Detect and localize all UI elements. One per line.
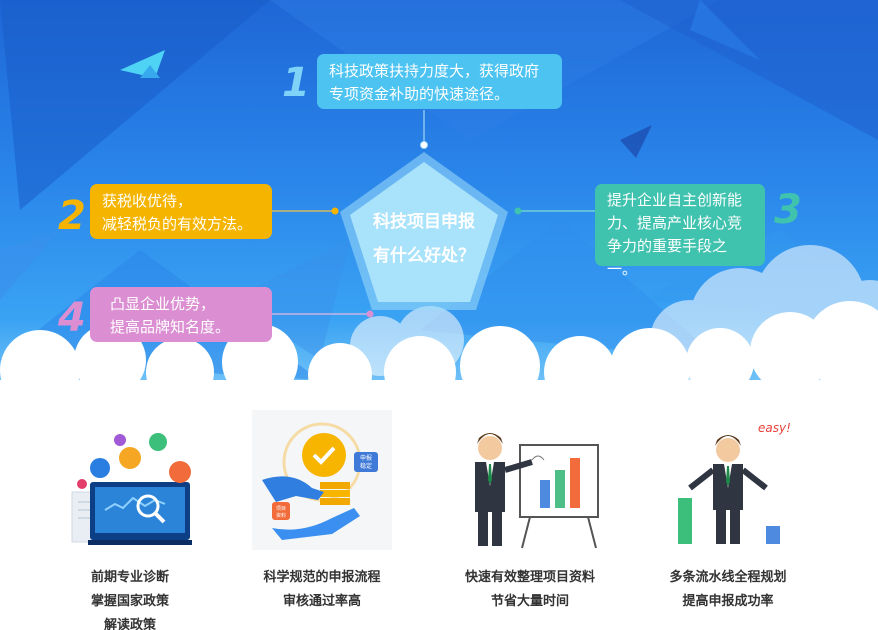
benefit-2-number: 2 (58, 193, 86, 239)
benefit-1-number: 1 (282, 60, 310, 106)
badge-left-line1: 项目 (276, 506, 286, 512)
feature-pipeline-line2: 提高申报成功率 (682, 594, 774, 609)
easy-businessman-icon: easy! (658, 410, 798, 550)
hero-background-decor (0, 0, 878, 380)
feature-fast: 快速有效整理项目资料 节省大量时间 (430, 410, 630, 614)
feature-pipeline: easy! 多条流水线全程规划 提高申报成功率 (628, 410, 828, 614)
data-analysis-icon (60, 410, 200, 550)
feature-diagnosis-line1: 前期专业诊断 (90, 570, 169, 585)
benefit-3-line1: 提升企业自主创新能 (607, 191, 743, 209)
feature-diagnosis: 前期专业诊断 掌握国家政策 解读政策 (30, 410, 230, 630)
benefit-3-number: 3 (774, 187, 802, 233)
pentagon-shape (340, 152, 508, 310)
center-title-line1: 科技项目申报 (373, 212, 475, 232)
benefit-3-line2: 力、提高产业核心竞 (607, 214, 743, 232)
benefit-3-line3: 争力的重要手段之一。 (607, 237, 728, 278)
benefit-2-line2: 减轻税负的有效方法。 (102, 215, 253, 233)
feature-diagnosis-line2: 掌握国家政策 (90, 594, 169, 609)
benefit-4-line1: 凸显企业优势， (110, 295, 216, 313)
feature-pipeline-line1: 多条流水线全程规划 (669, 570, 787, 585)
benefit-1-line2: 专项资金补助的快速途径。 (329, 85, 510, 103)
benefit-4-box: 凸显企业优势， 提高品牌知名度。 (90, 287, 272, 342)
feature-fast-line1: 快速有效整理项目资料 (464, 570, 595, 585)
feature-process: 申报 稳定 项目 资料 科学规范的申报流程 审核通过率高 (222, 410, 422, 614)
benefit-3-box: 提升企业自主创新能 力、提高产业核心竞 争力的重要手段之一。 (595, 184, 765, 278)
benefit-2-line1: 获税收优待， (102, 192, 193, 210)
benefit-1-box: 科技政策扶持力度大，获得政府 专项资金补助的快速途径。 (317, 54, 562, 109)
benefit-2-box: 获税收优待， 减轻税负的有效方法。 (90, 184, 272, 239)
badge-top-line2: 稳定 (360, 462, 372, 470)
presenter-chart-icon (460, 410, 600, 550)
badge-top-line1: 申报 (360, 454, 372, 462)
benefit-4-number: 4 (58, 295, 86, 341)
feature-process-line2: 审核通过率高 (282, 594, 361, 609)
hero-banner: 1 2 3 4 科技政策扶持力度大，获得政府 专项资金补助的快速途径。 获税收优… (0, 0, 878, 400)
badge-left-line2: 资料 (276, 512, 286, 519)
coin-hands-icon: 申报 稳定 项目 资料 (252, 410, 392, 550)
feature-process-line1: 科学规范的申报流程 (263, 570, 381, 585)
benefit-1-line1: 科技政策扶持力度大，获得政府 (329, 62, 540, 80)
feature-diagnosis-line3: 解读政策 (103, 618, 156, 630)
center-pentagon: 科技项目申报 有什么好处？ (338, 150, 510, 312)
feature-fast-line2: 节省大量时间 (490, 594, 569, 609)
easy-exclaim: easy! (758, 421, 791, 435)
benefit-4-line2: 提高品牌知名度。 (110, 318, 231, 336)
center-title-line2: 有什么好处？ (373, 246, 475, 266)
center-title: 科技项目申报 有什么好处？ (338, 205, 510, 273)
